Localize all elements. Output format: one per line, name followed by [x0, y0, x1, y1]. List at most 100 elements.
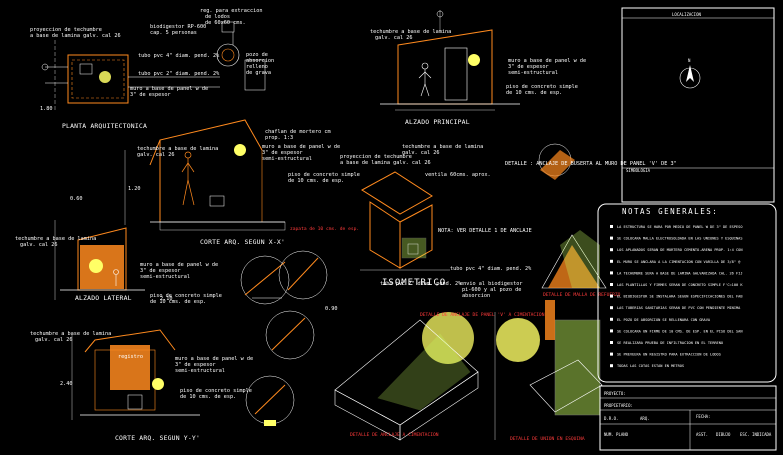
note-bullet: [610, 283, 613, 286]
note-bullet: [610, 248, 613, 252]
localizacion-title: LOCALIZACION: [672, 12, 701, 17]
person-figure-corte: [181, 151, 195, 206]
label-piso-lateral-2: de 10 cms. de esp.: [150, 299, 206, 305]
label-muro-lateral-2: 3" de espesor: [140, 268, 181, 274]
dim-2: 1.20: [128, 186, 141, 192]
note-bullet: [610, 329, 613, 333]
note-item: TODAS LAS COTAS ESTAN EN METROS: [617, 364, 684, 368]
label-piso-principal-2: de 10 cms. de esp.: [506, 90, 562, 96]
north-arrow-icon: N: [679, 58, 701, 89]
door: [444, 47, 468, 101]
north-label: N: [688, 58, 691, 63]
label-pozo-2: absorcion: [246, 58, 274, 64]
label-muro-corte-3: semi-estructural: [262, 156, 312, 162]
note-item: LA ESTRUCTURA SE HARA POR MEDIO DE PANEL…: [617, 225, 743, 229]
label-perfil-iso: techumbre a base de lamina: [402, 144, 483, 150]
tb-escala: ESC. INDICADA: [740, 432, 772, 437]
planta-outline: [67, 54, 129, 104]
corte-yy: techumbre a base de lamina galv. cal 26 …: [30, 329, 253, 442]
notes-list: LA ESTRUCTURA SE HARA POR MEDIO DE PANEL…: [610, 225, 743, 368]
note-bullet: [610, 225, 613, 228]
title-planta: PLANTA ARQUITECTONICA: [62, 122, 147, 130]
label-proyeccion-techumbre-2: a base de lamina galv. cal 26: [30, 33, 121, 39]
label-techumbre-corte: techumbre a base de lamina: [137, 146, 218, 152]
note-bullet: [610, 317, 613, 321]
title-block: PROYECTO: PROPIETARIO: D.R.O. ARQ. FECHA…: [599, 385, 777, 451]
note-bullet: [610, 294, 613, 298]
note-bullet: [610, 306, 613, 310]
label-envio-1: envio al biodigestor: [460, 281, 522, 287]
localizacion-box[interactable]: LOCALIZACION N SIMBOLOGIA: [621, 7, 775, 203]
note-item: SE COLOCARA UN FIRME DE 10 CMS. DE ESP. …: [617, 329, 743, 333]
localizacion-frame: [621, 7, 775, 203]
label-proyeccion-iso: proyeccion de techumbre: [340, 154, 412, 160]
tb-num-plano: NUM. PLANO: [604, 432, 629, 437]
notas-frame: [597, 203, 777, 383]
corte-biodigestor: [234, 144, 246, 156]
title-isometrico: ISOMETRICO: [382, 278, 446, 288]
label-pozo-3: relleno: [246, 64, 268, 70]
planta-arquitectonica: proyeccion de techumbre a base de lamina…: [30, 8, 274, 130]
dimensions: 1.80 1.20 0.60 2.40 2.10 0.90: [40, 106, 338, 387]
label-muro-corte-2: 3" de espesor: [262, 150, 303, 156]
pozo-absorcion: [244, 59, 266, 91]
note-bullet: [610, 236, 613, 240]
label-registro-2: de lodos: [205, 14, 230, 20]
tb-proyecto: PROYECTO:: [604, 391, 626, 396]
label-anclaje-panel: DETALLE DE ANCLAJE DE PANEL 'V' A CIMENT…: [420, 312, 545, 318]
title-alzado-lateral: ALZADO LATERAL: [75, 294, 132, 302]
label-tubo-iso-2: tubo pvc 2" diam. pend. 2%: [380, 281, 462, 287]
label-registro-yy: registro: [118, 354, 143, 360]
label-chaflan-2: prop. 1:3: [265, 135, 293, 141]
title-corte-xx: CORTE ARQ. SEGUN X-X': [200, 238, 285, 246]
note-bullet: [610, 341, 613, 344]
label-pozo-4: de grava: [246, 70, 271, 76]
label-proyeccion-techumbre: proyeccion de techumbre: [30, 27, 102, 33]
biodigestor-circle: [216, 43, 240, 67]
tb-fecha: FECHA:: [696, 414, 710, 419]
label-registro-1: reg. para extraccion: [200, 8, 262, 14]
note-item: EL BIODIGESTOR SE INSTALARA SEGUN ESPECI…: [617, 295, 743, 299]
label-proyeccion-iso-2: a base de lamina galv. cal 26: [340, 160, 431, 166]
label-biodigestor-1: biodigestor RP-600: [150, 24, 206, 30]
detalle-anclaje: DETALLE : ANCLAJE DE BUSERTA AL MURO DE …: [505, 143, 677, 180]
note-item: EL POZO DE ABSORCION SE RELLENARA CON GR…: [617, 318, 711, 322]
label-malla-refuerzo: DETALLE DE MALLA DE REFUERZO: [543, 292, 621, 298]
note-bullet: [610, 352, 613, 356]
dim-4: 2.40: [60, 381, 73, 387]
label-piso-lateral: piso de concreto simple: [150, 293, 222, 299]
person-figure: [418, 62, 432, 97]
label-muro-lateral: muro a base de panel w de: [140, 262, 218, 268]
note-bullet: [610, 364, 613, 368]
label-envio-3: absorcion: [462, 293, 490, 299]
label-muro-panel: muro a base de panel w de: [130, 86, 208, 92]
label-muro-lateral-3: semi-estructural: [140, 274, 190, 280]
label-muro-panel-2: 3" de espesor: [130, 92, 171, 98]
note-item: SE COLOCARA MALLA ELECTROSOLDADA EN LAS …: [617, 237, 743, 241]
label-muro-yy-2: 3" de espesor: [175, 362, 216, 368]
title-alzado-principal: ALZADO PRINCIPAL: [405, 118, 470, 126]
note-item: SE PREVEERA UN REGISTRO PARA EXTRACCION …: [617, 353, 721, 357]
lateral-vent: [89, 259, 103, 273]
tb-asst: ASST.: [696, 432, 708, 437]
label-muro-yy: muro a base de panel w de: [175, 356, 253, 362]
label-tubo-pvc-1: tubo pvc 4" diam. pend. 2%: [138, 53, 220, 59]
alzado-lateral: techumbre a base de lamina galv. cal 26 …: [15, 220, 222, 305]
isometrico: proyeccion de techumbre a base de lamina…: [340, 144, 532, 299]
note-bullet: [610, 259, 613, 263]
label-techumbre-lateral: techumbre a base de lamina: [15, 236, 96, 242]
detalle-malla: DETALLE DE MALLA DE REFUERZO: [541, 230, 621, 298]
dim-6: 0.90: [325, 306, 338, 312]
label-biodigestor-2: cap. 5 personas: [150, 30, 197, 36]
label-techumbre-yy: techumbre a base de lamina: [30, 331, 111, 337]
dim-1: 1.80: [40, 106, 53, 112]
notas-title: NOTAS GENERALES:: [622, 207, 718, 216]
note-item: SE REALIZARA PRUEBA DE INFILTRACION EN E…: [617, 341, 723, 345]
label-muro-principal-2: 3" de espesor: [508, 64, 549, 70]
tb-propietario: PROPIETARIO:: [604, 403, 633, 408]
label-detalle-anclaje: DETALLE : ANCLAJE DE BUSERTA AL MURO DE …: [505, 161, 677, 167]
alzado-principal: techumbre a base de lamina galv. cal 26 …: [370, 10, 586, 126]
label-piso-yy-2: de 10 cms. de esp.: [180, 394, 236, 400]
label-registro-3: de 60x60 cms.: [205, 20, 246, 26]
registro-box: [221, 21, 235, 33]
